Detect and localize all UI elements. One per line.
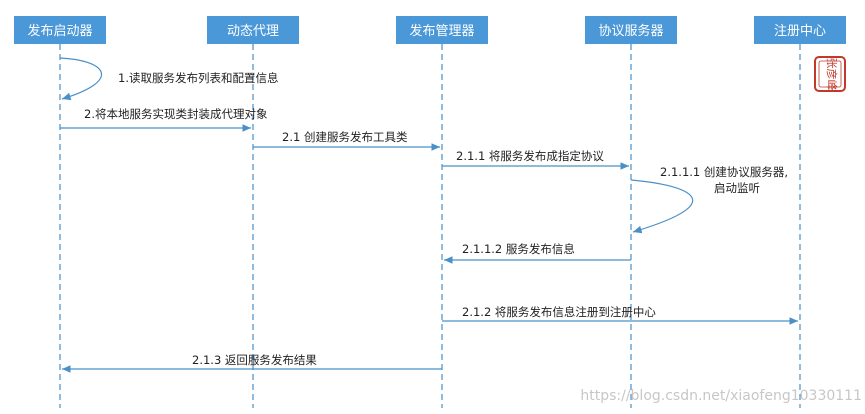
- message-label: 2.1 创建服务发布工具类: [282, 130, 408, 144]
- lifelines: [59, 44, 801, 408]
- message-2-1-1: 2.1.1 将服务发布成指定协议: [442, 149, 629, 170]
- seal-text: 张彦峰: [825, 58, 839, 91]
- participant-registry: 注册中心: [754, 16, 846, 44]
- participant-box: [396, 16, 488, 44]
- participant-box: [207, 16, 299, 44]
- message-label-line2: 启动监听: [714, 181, 760, 195]
- message-label: 2.将本地服务实现类封装成代理对象: [84, 107, 267, 121]
- message-label: 2.1.1.2 服务发布信息: [462, 242, 575, 256]
- participant-box: [585, 16, 677, 44]
- participant-box: [754, 16, 846, 44]
- message-label: 2.1.2 将服务发布信息注册到注册中心: [462, 305, 656, 319]
- message-2-1-1-1-self: 2.1.1.1 创建协议服务器, 启动监听: [630, 165, 788, 234]
- seal-stamp: 张彦峰: [814, 56, 846, 92]
- message-label: 1.读取服务发布列表和配置信息: [118, 71, 278, 85]
- participant-label: 动态代理: [227, 24, 279, 39]
- message-2-1: 2.1 创建服务发布工具类: [253, 130, 440, 151]
- participant-label: 注册中心: [774, 24, 826, 39]
- seal-inner-border: [818, 60, 842, 88]
- message-1-self: 1.读取服务发布列表和配置信息: [59, 57, 278, 101]
- participant-label: 发布管理器: [409, 23, 474, 39]
- self-loop-arrow: [630, 179, 694, 234]
- message-label: 2.1.3 返回服务发布结果: [192, 353, 317, 367]
- participant-launcher: 发布启动器: [14, 16, 106, 44]
- participant-label: 协议服务器: [598, 23, 663, 39]
- participant-dynamic-proxy: 动态代理: [207, 16, 299, 44]
- self-loop-arrow: [59, 57, 102, 101]
- message-2-1-2: 2.1.2 将服务发布信息注册到注册中心: [442, 305, 798, 325]
- message-2: 2.将本地服务实现类封装成代理对象: [60, 107, 267, 132]
- message-2-1-1-2: 2.1.1.2 服务发布信息: [444, 242, 631, 264]
- watermark-text: https://blog.csdn.net/xiaofeng10330111: [580, 388, 862, 404]
- participant-box: [14, 16, 106, 44]
- participant-label: 发布启动器: [27, 23, 92, 39]
- participant-publish-manager: 发布管理器: [396, 16, 488, 44]
- message-label: 2.1.1 将服务发布成指定协议: [456, 149, 604, 163]
- message-2-1-3: 2.1.3 返回服务发布结果: [62, 353, 442, 373]
- participant-protocol-server: 协议服务器: [585, 16, 677, 44]
- seal-border: [814, 56, 846, 92]
- message-label: 2.1.1.1 创建协议服务器,: [660, 165, 788, 179]
